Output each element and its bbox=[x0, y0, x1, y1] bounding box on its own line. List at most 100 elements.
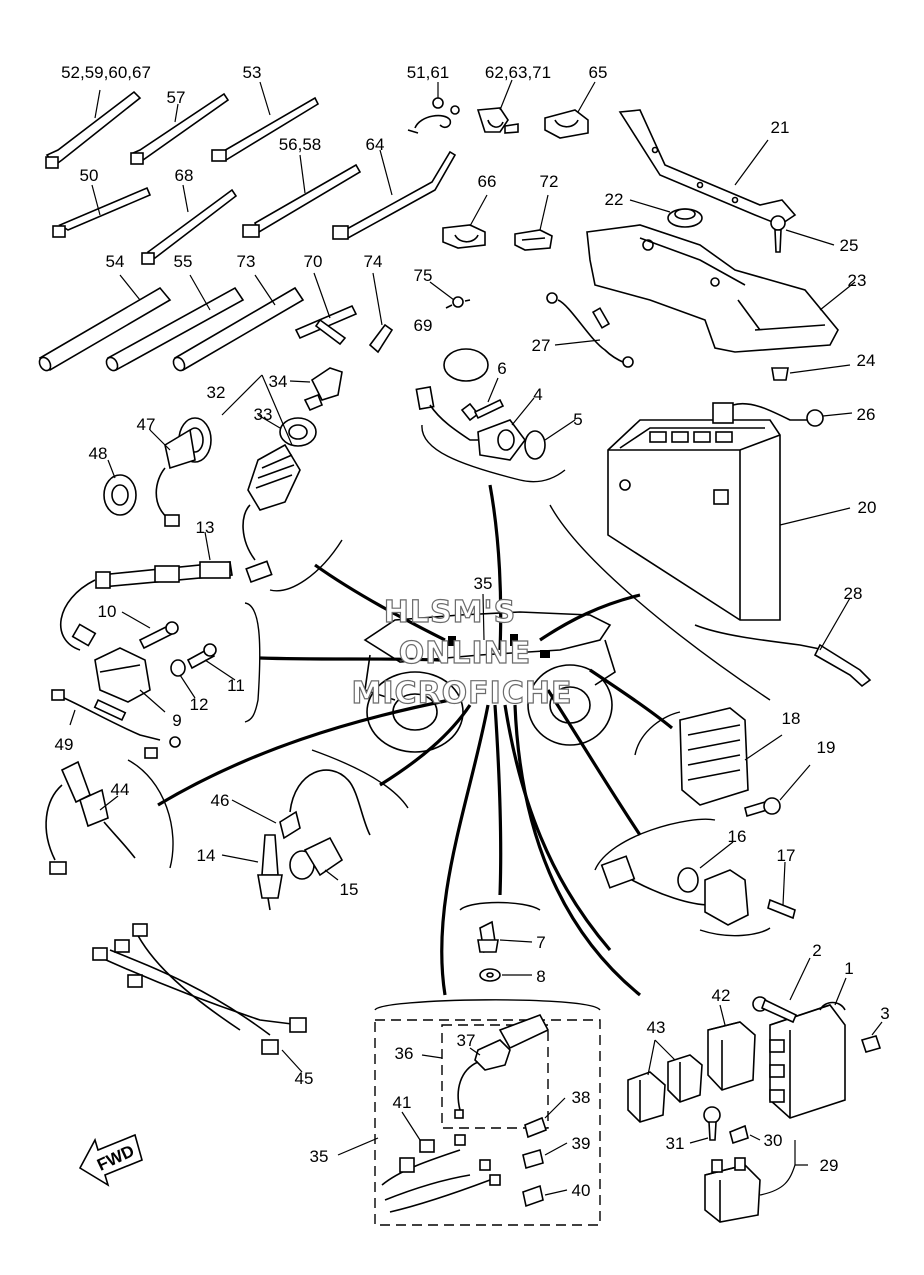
cable-tie-50 bbox=[52, 184, 152, 238]
fuse-30 bbox=[729, 1124, 796, 1165]
label-31: 31 bbox=[666, 1134, 685, 1153]
label-68: 68 bbox=[175, 166, 194, 185]
relay-37 bbox=[454, 1014, 550, 1119]
label-5: 5 bbox=[573, 410, 582, 429]
plug-cap-44 bbox=[45, 760, 136, 875]
label-33: 33 bbox=[254, 405, 273, 424]
label-9: 9 bbox=[172, 711, 181, 730]
part-labels: 52,59,60,67 57 53 51,61 62,63,71 65 21 5… bbox=[55, 63, 890, 1200]
socket-47 bbox=[149, 417, 212, 527]
lead-49 bbox=[51, 689, 181, 759]
bolt-19 bbox=[744, 764, 811, 818]
sensor-16 bbox=[600, 841, 749, 926]
label-55: 55 bbox=[174, 252, 193, 271]
label-70: 70 bbox=[304, 252, 323, 271]
label-44: 44 bbox=[111, 780, 130, 799]
grommet-22 bbox=[629, 199, 703, 228]
label-46: 46 bbox=[211, 791, 230, 810]
label-20: 20 bbox=[858, 498, 877, 517]
label-6: 6 bbox=[497, 359, 506, 378]
bolt-11 bbox=[186, 643, 236, 681]
starter-relay-29 bbox=[704, 1157, 808, 1223]
bolt-2 bbox=[752, 957, 811, 1024]
label-8: 8 bbox=[536, 967, 545, 986]
label-14: 14 bbox=[197, 846, 216, 865]
group-bracket-20 bbox=[549, 504, 771, 701]
clamp-65 bbox=[544, 81, 596, 139]
switch-15 bbox=[289, 836, 344, 881]
battery-20 bbox=[607, 419, 851, 621]
cable-27 bbox=[546, 292, 634, 368]
label-39: 39 bbox=[572, 1134, 591, 1153]
group-bracket-16b bbox=[699, 927, 771, 937]
cable-tie-56 bbox=[242, 154, 362, 238]
label-10: 10 bbox=[98, 602, 117, 621]
leader-36 bbox=[421, 1054, 443, 1059]
nut-24 bbox=[771, 364, 851, 381]
label-13: 13 bbox=[196, 518, 215, 537]
label-38: 38 bbox=[572, 1088, 591, 1107]
joint-74 bbox=[368, 272, 394, 354]
leader-35-top bbox=[482, 593, 485, 641]
cable-tie-68 bbox=[141, 184, 238, 265]
relay-43 bbox=[627, 1039, 703, 1123]
label-74: 74 bbox=[364, 252, 383, 271]
label-50: 50 bbox=[80, 166, 99, 185]
group-bracket-9 bbox=[244, 602, 261, 723]
group-bracket-44 bbox=[127, 759, 174, 869]
group-bracket-18 bbox=[634, 711, 681, 756]
label-48: 48 bbox=[89, 444, 108, 463]
tube-73 bbox=[172, 274, 305, 372]
bolt-31 bbox=[689, 1106, 721, 1144]
cable-tie-52 bbox=[45, 89, 142, 169]
label-18: 18 bbox=[782, 709, 801, 728]
cdi-unit-1 bbox=[769, 977, 847, 1119]
label-69: 69 bbox=[414, 316, 433, 335]
label-37: 37 bbox=[457, 1031, 476, 1050]
label-51-61: 51,61 bbox=[407, 63, 450, 82]
label-72: 72 bbox=[540, 172, 559, 191]
label-62-63-71: 62,63,71 bbox=[485, 63, 551, 82]
fuse-40 bbox=[522, 1184, 568, 1208]
label-54: 54 bbox=[106, 252, 125, 271]
label-4: 4 bbox=[533, 385, 542, 404]
main-switch-32 bbox=[221, 374, 301, 584]
sub-assembly-box-35 bbox=[374, 1019, 601, 1226]
label-65: 65 bbox=[589, 63, 608, 82]
label-26: 26 bbox=[857, 405, 876, 424]
label-42: 42 bbox=[712, 986, 731, 1005]
label-34: 34 bbox=[269, 372, 288, 391]
label-75: 75 bbox=[414, 266, 433, 285]
bolt-17 bbox=[767, 861, 796, 920]
label-35-top: 35 bbox=[474, 574, 493, 593]
tube-54 bbox=[38, 274, 172, 372]
label-64: 64 bbox=[366, 135, 385, 154]
label-7: 7 bbox=[536, 933, 545, 952]
o-ring-69 bbox=[443, 348, 489, 382]
sensor-lead-4 bbox=[415, 386, 535, 461]
watermark: HLSM'S ONLINE MICROFICHE bbox=[351, 594, 572, 711]
joint-70 bbox=[294, 272, 358, 346]
label-3: 3 bbox=[880, 1004, 889, 1023]
label-2: 2 bbox=[812, 941, 821, 960]
cable-tie-53 bbox=[211, 81, 320, 162]
cable-tie-64 bbox=[332, 149, 457, 240]
nut-3 bbox=[860, 1021, 883, 1053]
bolt-6 bbox=[460, 377, 505, 422]
tube-55 bbox=[105, 274, 245, 372]
spark-plug-14 bbox=[221, 834, 283, 911]
label-21: 21 bbox=[771, 118, 790, 137]
label-27: 27 bbox=[532, 336, 551, 355]
group-bracket-4 bbox=[421, 424, 566, 483]
label-23: 23 bbox=[848, 271, 867, 290]
cable-28 bbox=[694, 597, 872, 688]
label-16: 16 bbox=[728, 827, 747, 846]
sensor-46 bbox=[231, 769, 371, 840]
o-ring-5 bbox=[524, 419, 576, 460]
label-47: 47 bbox=[137, 415, 156, 434]
washer-8 bbox=[479, 968, 532, 982]
label-17: 17 bbox=[777, 846, 796, 865]
label-15: 15 bbox=[340, 880, 359, 899]
relay-42 bbox=[707, 1004, 756, 1091]
